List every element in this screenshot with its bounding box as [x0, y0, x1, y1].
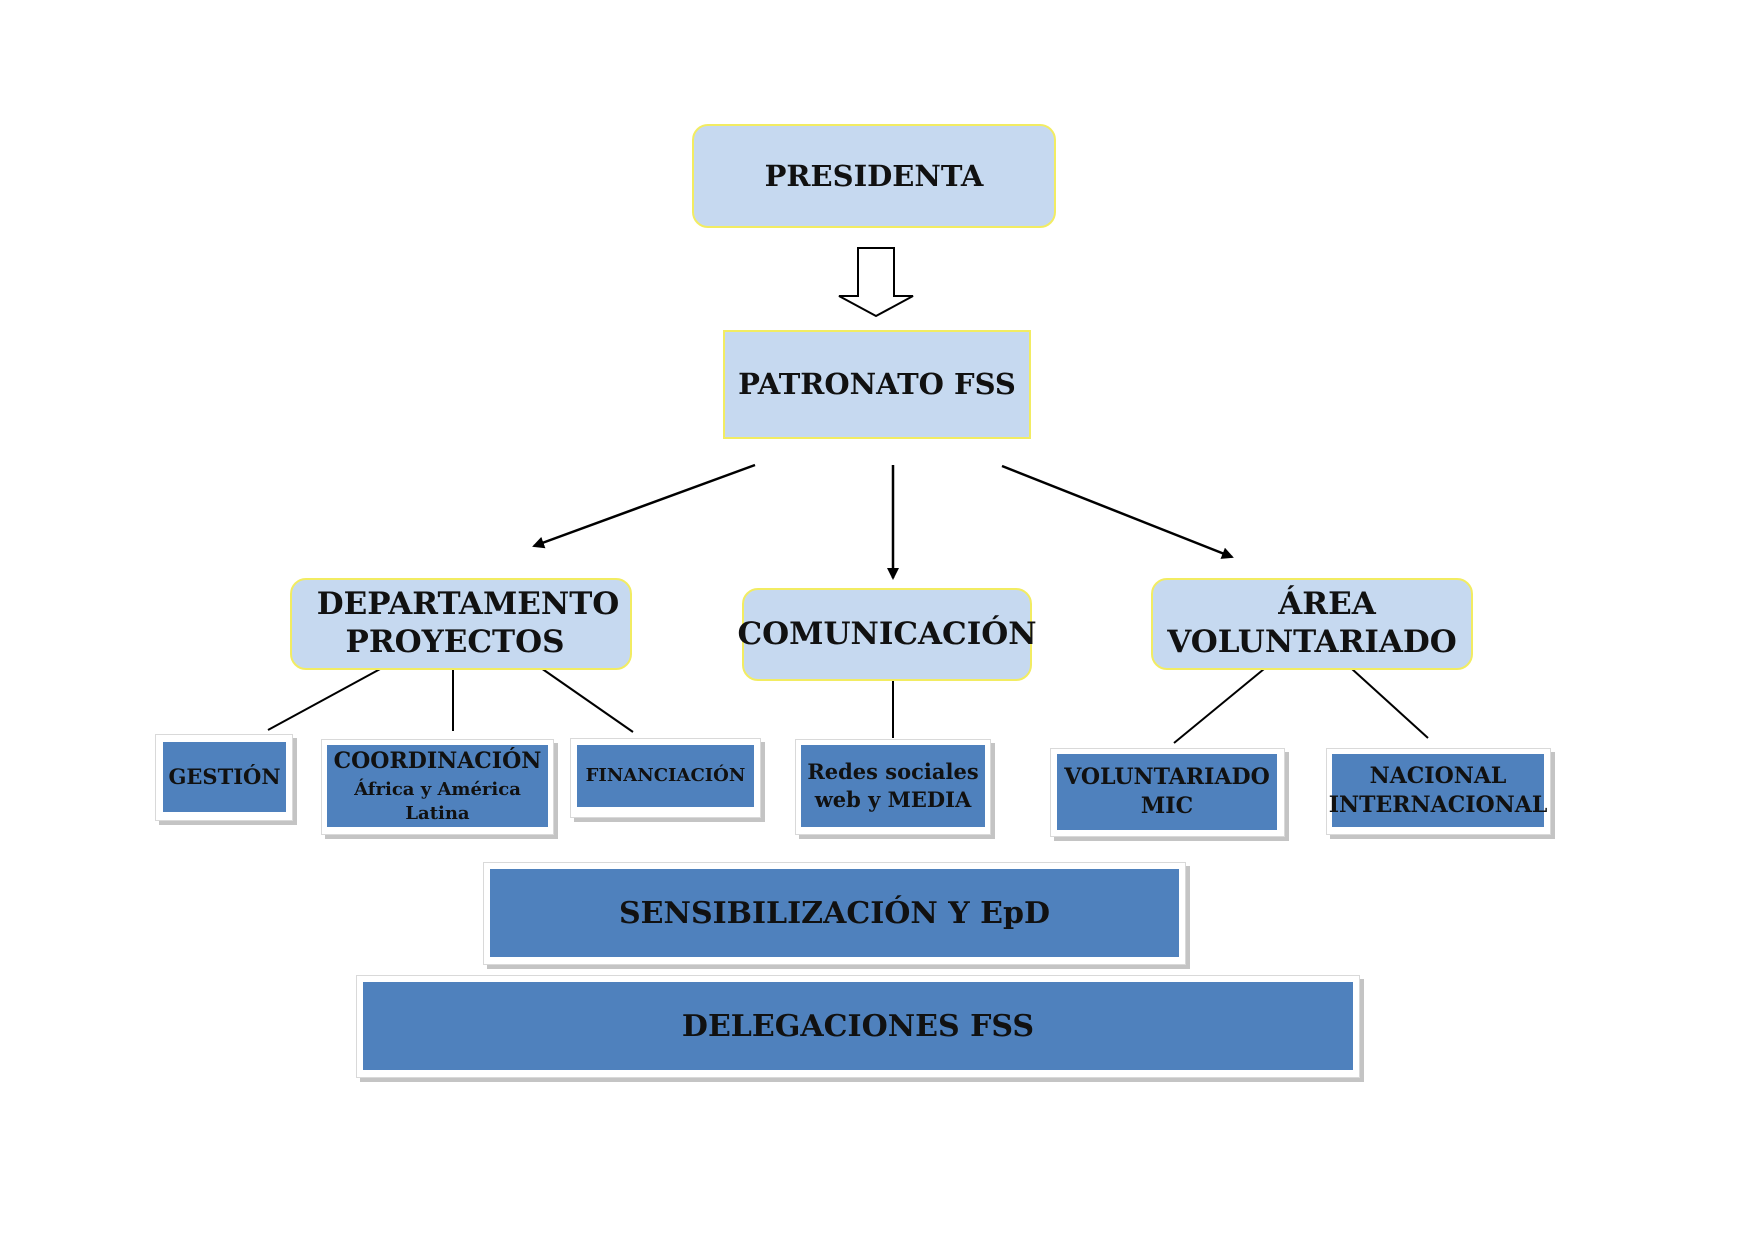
- comunicacion-label: COMUNICACIÓN: [737, 616, 1037, 653]
- redes-box: Redes sociales web y MEDIA: [801, 745, 985, 827]
- coordinacion-sublabel: África y América Latina: [354, 779, 521, 824]
- financiacion-label: FINANCIACIÓN: [585, 765, 746, 787]
- voluntariado-box: ÁREA VOLUNTARIADO: [1151, 578, 1473, 670]
- hollow-down-arrow: [838, 247, 914, 318]
- coordinacion-label: COORDINACIÓN: [333, 747, 542, 774]
- financiacion-box: FINANCIACIÓN: [577, 745, 754, 807]
- patronato-box: PATRONATO FSS: [723, 330, 1031, 439]
- arrow-to-voluntariado: [1001, 464, 1234, 559]
- line-to-nacional: [1351, 668, 1429, 739]
- presidenta-box: PRESIDENTA: [692, 124, 1056, 228]
- delegaciones-box: DELEGACIONES FSS: [363, 982, 1353, 1070]
- redes-label-line1: Redes sociales: [807, 758, 979, 784]
- sensibilizacion-box: SENSIBILIZACIÓN Y EpD: [490, 869, 1179, 957]
- line-to-voluntariado-mic: [1173, 668, 1265, 744]
- nacional-label-line1: NACIONAL: [1369, 762, 1507, 789]
- voluntariado-label-line1: ÁREA: [1278, 586, 1376, 623]
- patronato-label: PATRONATO FSS: [738, 367, 1016, 402]
- comunicacion-box: COMUNICACIÓN: [737, 588, 1037, 681]
- proyectos-label-line2: PROYECTOS: [345, 624, 565, 660]
- voluntariado-mic-label-line1: VOLUNTARIADO: [1064, 764, 1270, 791]
- arrow-to-proyectos: [532, 463, 756, 549]
- voluntariado-mic-box: VOLUNTARIADO MIC: [1057, 754, 1277, 830]
- sensibilizacion-label: SENSIBILIZACIÓN Y EpD: [619, 895, 1050, 931]
- proyectos-label-line1: DEPARTAMENTO: [316, 586, 620, 623]
- nacional-box: NACIONAL INTERNACIONAL: [1329, 754, 1547, 827]
- gestion-label: GESTIÓN: [168, 764, 281, 790]
- line-to-gestion: [267, 667, 383, 731]
- line-to-financiacion: [540, 667, 634, 733]
- proyectos-box: DEPARTAMENTO PROYECTOS: [290, 578, 632, 670]
- nacional-label-line2: INTERNACIONAL: [1328, 791, 1548, 818]
- gestion-box: GESTIÓN: [163, 742, 286, 812]
- voluntariado-label-line2: VOLUNTARIADO: [1167, 624, 1457, 660]
- coordinacion-box: COORDINACIÓN África y América Latina: [327, 745, 548, 827]
- delegaciones-label: DELEGACIONES FSS: [681, 1008, 1035, 1044]
- voluntariado-mic-label-line2: MIC: [1140, 793, 1194, 819]
- redes-label-line2: web y MEDIA: [814, 787, 972, 812]
- presidenta-label: PRESIDENTA: [764, 158, 984, 193]
